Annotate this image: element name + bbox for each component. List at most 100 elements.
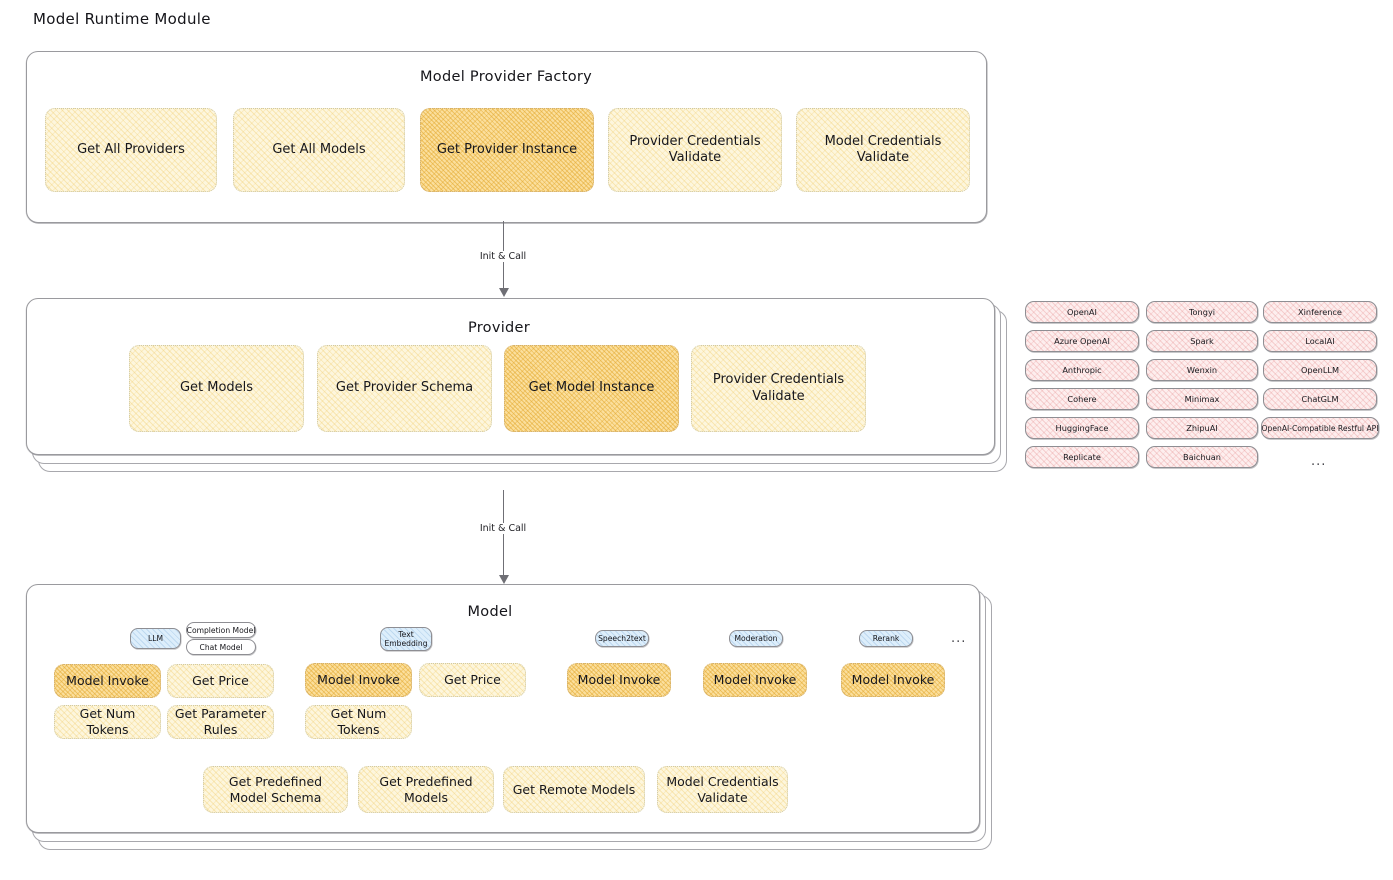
model-type-chip-speech2text[interactable]: Speech2text — [595, 630, 649, 647]
node-label: Get Price — [192, 673, 249, 689]
model-subtype-chip-completion-model[interactable]: Completion Model — [186, 622, 256, 638]
model-type-label: Rerank — [872, 633, 900, 643]
node-get-predefined-model-schema[interactable]: Get Predefined Model Schema — [203, 766, 348, 813]
node-text-embedding-get-num-tokens[interactable]: Get Num Tokens — [305, 705, 412, 739]
provider-chip-zhipuai[interactable]: ZhipuAI — [1146, 417, 1258, 439]
node-label: Model Credentials Validate — [824, 133, 942, 165]
node-label: Get Predefined Models — [379, 773, 473, 805]
node-llm-get-num-tokens[interactable]: Get Num Tokens — [54, 705, 161, 739]
node-text-embedding-model-invoke[interactable]: Model Invoke — [305, 663, 412, 697]
node-label: Provider Credentials Validate — [712, 372, 845, 404]
node-moderation-model-invoke[interactable]: Model Invoke — [703, 663, 807, 697]
connector-label: Init & Call — [475, 523, 531, 534]
node-get-predefined-models[interactable]: Get Predefined Models — [358, 766, 494, 813]
node-label: Model Invoke — [317, 672, 400, 688]
node-llm-get-parameter-rules[interactable]: Get Parameter Rules — [167, 705, 274, 739]
provider-chip-wenxin[interactable]: Wenxin — [1146, 359, 1258, 381]
model-type-label: Moderation — [734, 633, 778, 643]
node-get-provider-instance[interactable]: Get Provider Instance — [420, 108, 594, 192]
provider-chip-cohere[interactable]: Cohere — [1025, 388, 1139, 410]
model-types-more-ellipsis: ... — [951, 631, 967, 646]
node-get-models[interactable]: Get Models — [129, 345, 304, 432]
provider-chip-label: Wenxin — [1186, 365, 1218, 375]
provider-chip-label: Tongyi — [1188, 307, 1216, 317]
node-label: Get Provider Schema — [335, 380, 474, 396]
provider-chip-minimax[interactable]: Minimax — [1146, 388, 1258, 410]
node-label: Get Predefined Model Schema — [228, 773, 323, 805]
provider-chip-label: Replicate — [1063, 452, 1101, 462]
provider-chip-localai[interactable]: LocalAI — [1263, 330, 1377, 352]
connector-label: Init & Call — [475, 251, 531, 262]
node-get-provider-schema[interactable]: Get Provider Schema — [317, 345, 492, 432]
model-type-label: Speech2text — [598, 633, 646, 643]
model-type-chip-text-embedding[interactable]: Text Embedding — [380, 627, 432, 651]
provider-chip-label: Spark — [1190, 336, 1214, 346]
provider-chip-anthropic[interactable]: Anthropic — [1025, 359, 1139, 381]
provider-chip-baichuan[interactable]: Baichuan — [1146, 446, 1258, 468]
node-get-remote-models[interactable]: Get Remote Models — [503, 766, 645, 813]
node-label: Get Parameter Rules — [174, 706, 267, 737]
node-model-credentials-validate[interactable]: Model Credentials Validate — [796, 108, 970, 192]
provider-chip-chatglm[interactable]: ChatGLM — [1263, 388, 1377, 410]
connector-factory-to-provider: Init & Call — [475, 221, 531, 297]
provider-chip-replicate[interactable]: Replicate — [1025, 446, 1139, 468]
node-label: Get Models — [179, 380, 254, 396]
node-get-all-models[interactable]: Get All Models — [233, 108, 405, 192]
node-speech2text-model-invoke[interactable]: Model Invoke — [567, 663, 671, 697]
node-label: Model Invoke — [851, 672, 935, 688]
arrow-head-icon — [498, 575, 509, 584]
node-label: Model Invoke — [66, 673, 149, 689]
arrow-head-icon — [498, 288, 509, 297]
model-provider-factory-title: Model Provider Factory — [419, 69, 593, 85]
provider-chip-label: ZhipuAI — [1186, 423, 1218, 433]
provider-chip-label: OpenLLM — [1300, 365, 1340, 375]
node-provider-credentials-validate-2[interactable]: Provider Credentials Validate — [691, 345, 866, 432]
provider-chip-azure-openai[interactable]: Azure OpenAI — [1025, 330, 1139, 352]
provider-chip-xinference[interactable]: Xinference — [1263, 301, 1377, 323]
provider-title: Provider — [467, 320, 531, 336]
node-llm-model-invoke[interactable]: Model Invoke — [54, 664, 161, 698]
model-title: Model — [467, 604, 513, 620]
node-label: Get Provider Instance — [436, 141, 578, 157]
provider-chip-label: Baichuan — [1183, 452, 1221, 462]
provider-chip-label: LocalAI — [1305, 336, 1335, 346]
provider-chip-label: ChatGLM — [1301, 394, 1339, 404]
model-type-label: Text Embedding — [384, 629, 428, 648]
node-label: Get All Providers — [77, 141, 185, 157]
provider-chip-huggingface[interactable]: HuggingFace — [1025, 417, 1139, 439]
model-subtype-label: Completion Model — [186, 625, 256, 635]
node-label: Model Invoke — [713, 672, 797, 688]
node-get-model-instance[interactable]: Get Model Instance — [504, 345, 679, 432]
model-subtype-label: Chat Model — [199, 642, 243, 652]
model-subtype-chip-chat-model[interactable]: Chat Model — [186, 639, 256, 655]
node-provider-credentials-validate[interactable]: Provider Credentials Validate — [608, 108, 782, 192]
provider-chip-label: Cohere — [1067, 394, 1097, 404]
provider-chip-label: Azure OpenAI — [1054, 336, 1110, 346]
provider-chip-openai[interactable]: OpenAI — [1025, 301, 1139, 323]
page-title: Model Runtime Module — [33, 10, 211, 28]
provider-chip-label: Minimax — [1184, 394, 1220, 404]
node-label: Get Num Tokens — [330, 706, 387, 737]
model-type-chip-rerank[interactable]: Rerank — [859, 630, 913, 647]
node-get-all-providers[interactable]: Get All Providers — [45, 108, 217, 192]
provider-chip-tongyi[interactable]: Tongyi — [1146, 301, 1258, 323]
node-label: Get All Models — [272, 141, 366, 157]
model-type-chip-llm[interactable]: LLM — [130, 628, 181, 649]
node-label: Model Credentials Validate — [666, 773, 779, 805]
provider-chip-label: Anthropic — [1062, 365, 1102, 375]
provider-chip-spark[interactable]: Spark — [1146, 330, 1258, 352]
node-rerank-model-invoke[interactable]: Model Invoke — [841, 663, 945, 697]
provider-chip-openllm[interactable]: OpenLLM — [1263, 359, 1377, 381]
model-type-chip-moderation[interactable]: Moderation — [729, 630, 783, 647]
node-label: Provider Credentials Validate — [629, 133, 761, 165]
node-label: Get Remote Models — [512, 781, 636, 797]
provider-chip-label: OpenAI-Compatible Restful API — [1261, 423, 1379, 433]
provider-chip-label: HuggingFace — [1055, 423, 1109, 433]
model-type-label: LLM — [147, 633, 163, 643]
node-model-credentials-validate-2[interactable]: Model Credentials Validate — [657, 766, 788, 813]
node-text-embedding-get-price[interactable]: Get Price — [419, 663, 526, 697]
node-llm-get-price[interactable]: Get Price — [167, 664, 274, 698]
node-label: Get Price — [444, 672, 501, 688]
node-label: Get Model Instance — [528, 380, 655, 396]
provider-chip-openai-compatible-restful-api[interactable]: OpenAI-Compatible Restful API — [1261, 417, 1379, 439]
